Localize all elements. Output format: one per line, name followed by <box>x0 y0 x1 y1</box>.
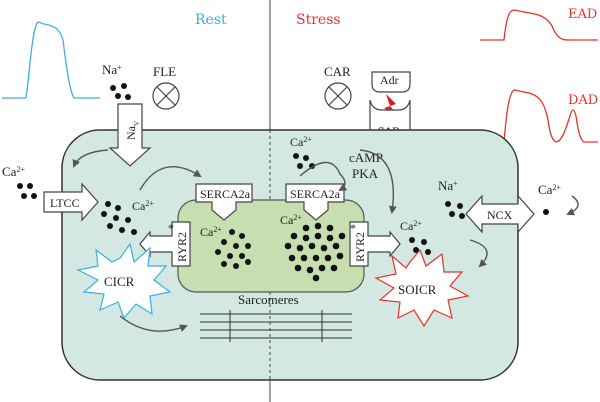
pka-label: PKA <box>352 166 379 181</box>
na-intracellular-label: Na+ <box>438 178 458 193</box>
ead-trace <box>480 9 598 41</box>
adr-label: Adr <box>380 73 399 87</box>
ca-ions-sr-right <box>284 222 346 282</box>
arrow-nav-to-cytosol <box>72 149 109 168</box>
dad-label: DAD <box>568 93 598 108</box>
arrow-pka-to-ryr2 <box>359 149 397 214</box>
ca-ion-extracellular-right <box>543 209 549 215</box>
ryr2-left-channel <box>139 221 191 267</box>
serca2a-right-label: SERCA2a <box>290 187 341 201</box>
ncx-label: NCX <box>487 208 513 222</box>
ryr2-left-label: RYR2 <box>175 232 189 262</box>
adr-binding-lightning-icon <box>384 94 400 118</box>
ca-cytosol-right-label: Ca2+ <box>400 219 422 234</box>
arrow-camp-to-serca-right <box>299 161 348 192</box>
soicr-label: SOICR <box>398 282 437 297</box>
sarcomere-filaments <box>200 310 352 342</box>
flow-arrows <box>72 149 579 332</box>
serca2a-left-pump <box>195 183 253 221</box>
ca-extracellular-label: Ca2+ <box>2 164 25 179</box>
ca-sr-right-label: Ca2+ <box>280 213 302 228</box>
ca-ions-cytosol-left <box>101 201 137 235</box>
arrow-cicr-to-sarcomeres <box>119 315 188 332</box>
na-extracellular-label: Na+ <box>102 62 122 77</box>
adr-ligand <box>371 71 411 93</box>
cicr-label: CICR <box>104 274 135 289</box>
stress-heading: Stress <box>296 12 341 28</box>
ca-sr-left-label: Ca2+ <box>200 225 222 240</box>
ltcc-label: LTCC <box>50 196 80 210</box>
ca-extracellular-right-label: Ca2+ <box>538 182 561 197</box>
fle-label: FLE <box>153 64 176 79</box>
serca2a-right-pump <box>285 183 345 221</box>
ryr2-right-star: * <box>350 221 356 235</box>
car-label: CAR <box>324 64 351 79</box>
ca-ions-extracellular-left <box>17 183 37 199</box>
ca-cytosol-left-label: Ca2+ <box>132 199 154 214</box>
ryr2-right-label: RYR2 <box>353 232 367 262</box>
camp-label: cAMP <box>349 150 383 165</box>
cicr-burst <box>76 242 172 320</box>
na-ions-extracellular <box>110 83 131 100</box>
ryr2-left-star: * <box>168 221 174 235</box>
ncx-exchanger-arrow <box>465 194 535 234</box>
ltcc-channel-arrow <box>43 182 99 222</box>
car-blocked-icon <box>324 82 352 110</box>
ryr2-right-channel <box>349 221 401 267</box>
fle-blocked-icon <box>152 82 180 110</box>
serca2a-left-label: SERCA2a <box>200 187 251 201</box>
arrow-cytosol-to-serca-left <box>139 166 202 191</box>
ca-cytosol-top-right-label: Ca2+ <box>290 135 312 150</box>
dad-trace <box>480 89 598 143</box>
nav-label: NaV <box>124 121 141 140</box>
ca-ions-cytosol-right <box>409 237 431 255</box>
rest-action-potential-trace <box>2 21 100 99</box>
sarcomeres-label: Sarcomeres <box>238 292 299 307</box>
arrow-ncx-to-soicr <box>469 239 488 268</box>
na-ions-intracellular <box>445 201 465 219</box>
ca-ions-sr-left <box>215 229 251 269</box>
arrow-ca-extrusion <box>566 195 579 216</box>
soicr-burst <box>374 248 470 328</box>
rest-heading: Rest <box>195 12 227 28</box>
nav-channel-arrow <box>108 103 152 167</box>
ead-label: EAD <box>568 7 597 22</box>
